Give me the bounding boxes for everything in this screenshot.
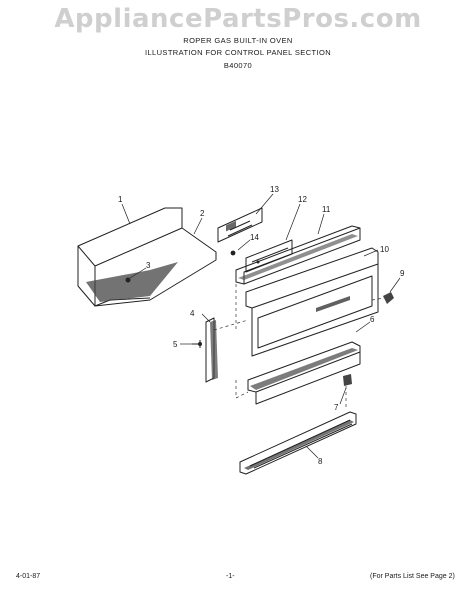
callout-4: 4: [190, 309, 195, 318]
callout-8: 8: [318, 457, 323, 466]
callout-6: 6: [370, 315, 375, 324]
callout-2: 2: [200, 209, 205, 218]
part-base-shelf: [77, 207, 217, 307]
callout-3: 3: [146, 261, 151, 270]
diagram-title: ROPER GAS BUILT-IN OVEN: [183, 36, 293, 45]
part-4-side-strip: [205, 317, 218, 383]
callout-labels: 1 2 3 4 5 6 7 8 9 10 11 12 13 14: [118, 185, 405, 466]
footer-date: 4-01-87: [16, 573, 41, 580]
callout-10: 10: [380, 245, 389, 254]
footer-page-number: -1-: [226, 573, 235, 580]
diagram-subtitle: ILLUSTRATION FOR CONTROL PANEL SECTION: [144, 48, 332, 57]
callout-7: 7: [334, 403, 339, 412]
part-6-lower-trim: [247, 341, 361, 405]
callout-9: 9: [400, 269, 405, 278]
part-14-screw: [230, 250, 236, 256]
callout-1: 1: [118, 195, 123, 204]
callout-12: 12: [298, 195, 307, 204]
diagram-code: B40070: [223, 61, 253, 70]
footer-parts-reference: (For Parts List See Page 2): [370, 573, 455, 580]
part-8-kick-strip: [239, 411, 357, 475]
callout-14: 14: [250, 233, 259, 242]
callout-11: 11: [322, 205, 331, 214]
watermark-logo: AppliancePartsPros.com: [54, 4, 422, 34]
alignment-lines: [213, 284, 385, 408]
part-7-clip: [343, 374, 352, 386]
part-10-control-panel: [245, 247, 379, 357]
leader-lines: [121, 193, 401, 459]
part-13-switch-module: [217, 207, 263, 243]
part-11-upper-trim: [235, 225, 361, 285]
callout-13: 13: [270, 185, 279, 194]
part-9-knob: [383, 292, 394, 304]
callout-5: 5: [173, 340, 178, 349]
part-3-screw: [125, 277, 131, 283]
